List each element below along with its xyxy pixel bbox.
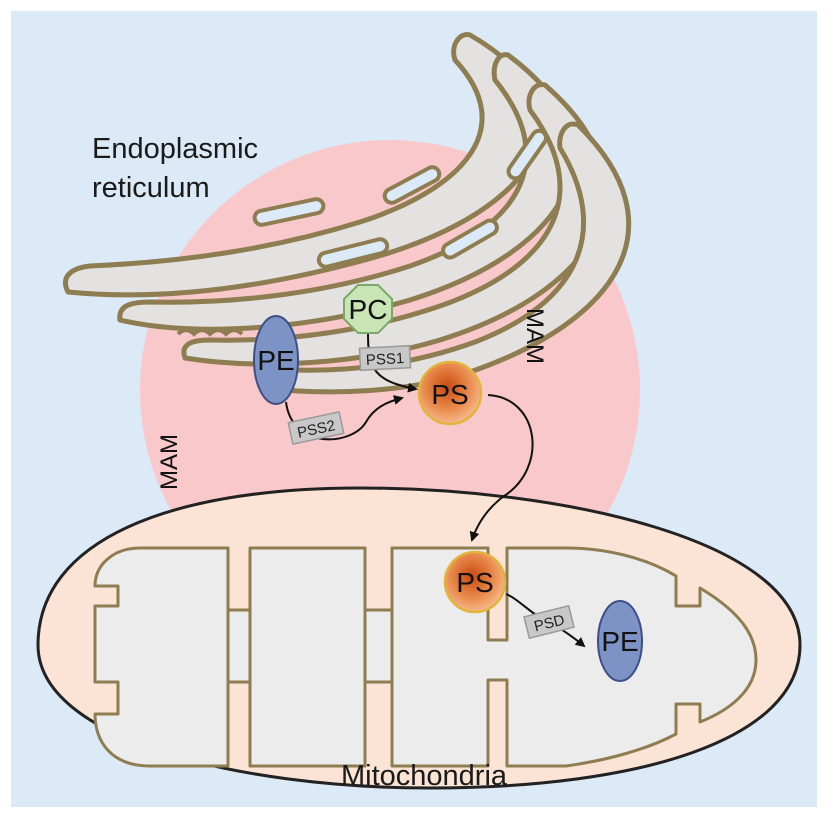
- er-label-line1: Endoplasmic: [92, 133, 258, 165]
- pc-label: PC: [349, 294, 388, 325]
- er-membrane-stack: [63, 32, 632, 395]
- pc-node: PC: [343, 284, 393, 334]
- er-ruffled-edge: [176, 328, 244, 337]
- pss2-enzyme-box: PSS2: [287, 410, 345, 446]
- er-lumen-openings: [252, 128, 549, 269]
- mitochondria-label: Mitochondria: [341, 760, 508, 792]
- ps-er-label: PS: [431, 379, 468, 410]
- pss1-enzyme-box: PSS1: [358, 344, 412, 372]
- psd-enzyme-box: PSD: [523, 604, 575, 640]
- psd-label: PSD: [532, 611, 566, 635]
- mam-label-right: MAM: [521, 308, 548, 364]
- mitochondria-inner-membrane: [93, 546, 758, 768]
- pe-er-label: PE: [257, 345, 294, 376]
- er-label-line2: reticulum: [92, 172, 210, 204]
- ps-mito-label: PS: [456, 567, 493, 598]
- arrow-ps-transport: [469, 394, 534, 542]
- ps-er-node: PS: [417, 360, 483, 426]
- mam-label-left: MAM: [156, 434, 183, 490]
- pe-mito-node: PE: [597, 600, 643, 682]
- ps-mito-node: PS: [443, 550, 507, 614]
- pe-er-node: PE: [253, 315, 299, 405]
- pss1-label: PSS1: [365, 350, 404, 369]
- pe-mito-label: PE: [601, 626, 638, 657]
